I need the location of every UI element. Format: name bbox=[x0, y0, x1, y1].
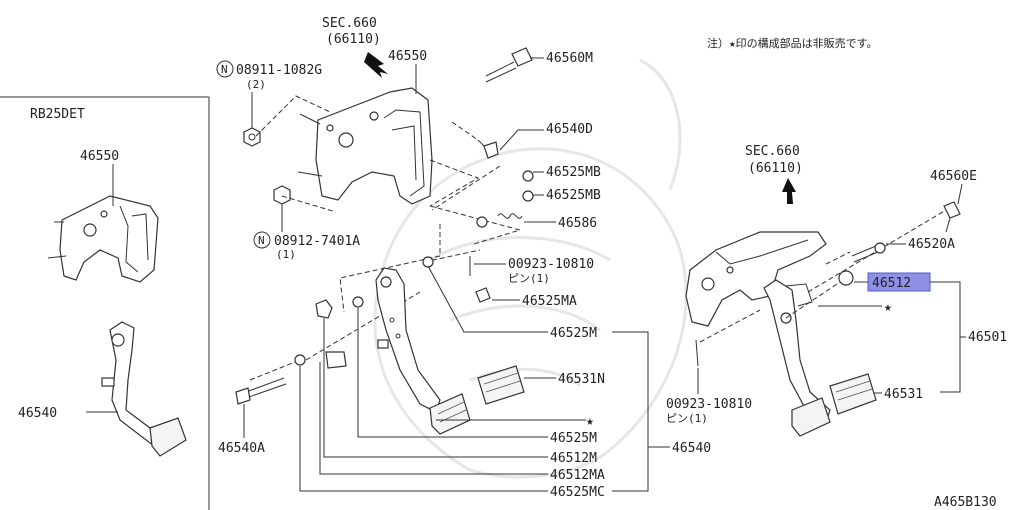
spring-46586-icon bbox=[476, 213, 523, 228]
callout-46525MC: 46525MC bbox=[550, 485, 605, 500]
bracket-46501 bbox=[685, 231, 827, 327]
callout-46525M-2: 46525M bbox=[550, 431, 597, 446]
sec-ref-right: SEC.660 (66110) bbox=[745, 144, 803, 204]
dashed-guides bbox=[249, 95, 522, 381]
circled-n-icon: N bbox=[216, 60, 234, 78]
callout-46560M: 46560M bbox=[546, 51, 593, 66]
bushing-46525MC-icon bbox=[294, 354, 306, 366]
callout-46540-inset: 46540 bbox=[18, 406, 57, 421]
pad-46531N-icon bbox=[477, 365, 525, 405]
inset-bracket-46550 bbox=[47, 195, 159, 283]
svg-text:(66110): (66110) bbox=[326, 32, 381, 47]
callout-46512M: 46512M bbox=[550, 451, 597, 466]
pedal-arm-46501 bbox=[763, 279, 831, 437]
nut-08912-icon bbox=[273, 185, 291, 205]
star-marker-right: ★ bbox=[884, 300, 892, 315]
inset-pedal-46540 bbox=[101, 321, 187, 457]
callout-46525MB-2: 46525MB bbox=[546, 188, 601, 203]
diagram-id: A465B130 bbox=[934, 495, 997, 510]
clip-46525MA-icon bbox=[475, 287, 491, 303]
svg-text:N: N bbox=[258, 234, 265, 247]
callout-46586: 46586 bbox=[558, 216, 597, 231]
watermark-emblem bbox=[373, 58, 688, 479]
callout-46525M-1: 46525M bbox=[550, 326, 597, 341]
bracket-46550 bbox=[297, 87, 433, 205]
leader-lines bbox=[299, 265, 670, 492]
svg-text:SEC.660: SEC.660 bbox=[745, 144, 800, 159]
pin-00923-right-icon bbox=[695, 339, 699, 367]
callout-46531: 46531 bbox=[884, 387, 923, 402]
bushing-46525M-icon bbox=[352, 256, 434, 308]
callout-08912-7401A: 08912-7401A bbox=[274, 234, 360, 249]
inset-frame: RB25DET bbox=[0, 96, 210, 510]
callout-46540A: 46540A bbox=[218, 441, 265, 456]
bushing-46525MB-icon bbox=[522, 170, 534, 202]
note-text: 注）★印の構成部品は非販売です。 bbox=[707, 36, 878, 50]
callout-46540: 46540 bbox=[672, 441, 711, 456]
callout-00923-2-qty: ピン(1) bbox=[666, 412, 708, 425]
callout-46540D: 46540D bbox=[546, 122, 593, 137]
callout-00923-10810-1: 00923-10810 bbox=[508, 257, 594, 272]
callout-46550-inset: 46550 bbox=[80, 149, 119, 164]
svg-text:SEC.660: SEC.660 bbox=[322, 16, 377, 31]
callout-46501: 46501 bbox=[968, 330, 1007, 345]
bolt-46540D-icon bbox=[477, 139, 499, 159]
callout-46525MA: 46525MA bbox=[522, 294, 577, 309]
nut-08911-icon bbox=[243, 127, 261, 147]
callout-46550-main: 46550 bbox=[388, 49, 427, 64]
callout-46531N: 46531N bbox=[558, 372, 605, 387]
callout-46512[interactable]: 46512 bbox=[872, 276, 911, 291]
callout-08911-1082G: 08911-1082G bbox=[236, 63, 322, 78]
bolt-46560E-icon bbox=[943, 201, 961, 233]
pad-46531-icon bbox=[829, 373, 877, 415]
callout-46520A: 46520A bbox=[908, 237, 955, 252]
callout-46525MB-1: 46525MB bbox=[546, 165, 601, 180]
svg-text:(66110): (66110) bbox=[748, 161, 803, 176]
callout-08911-qty: (2) bbox=[246, 78, 266, 91]
svg-text:N: N bbox=[221, 63, 228, 76]
bushing-46512-icon bbox=[838, 270, 854, 286]
bolt-46540A-icon bbox=[235, 377, 287, 405]
star-marker: ★ bbox=[586, 414, 594, 429]
circled-n-icon: N bbox=[253, 231, 271, 249]
bushing-46512MA-icon bbox=[325, 351, 347, 369]
bolt-46560M-icon bbox=[485, 47, 533, 83]
leader-46501 bbox=[818, 281, 966, 393]
callout-08912-qty: (1) bbox=[276, 248, 296, 261]
sec-ref-upper: SEC.660 (66110) bbox=[322, 16, 388, 78]
callout-00923-10810-2: 00923-10810 bbox=[666, 397, 752, 412]
callout-46560E: 46560E bbox=[930, 169, 977, 184]
pedal-arm-46540 bbox=[375, 267, 471, 435]
pin-46520A-icon bbox=[851, 242, 886, 263]
callout-46512MA: 46512MA bbox=[550, 468, 605, 483]
inset-title: RB25DET bbox=[30, 107, 85, 122]
bushing-46512M-icon bbox=[315, 299, 333, 319]
callout-00923-1-qty: ピン(1) bbox=[508, 272, 550, 285]
